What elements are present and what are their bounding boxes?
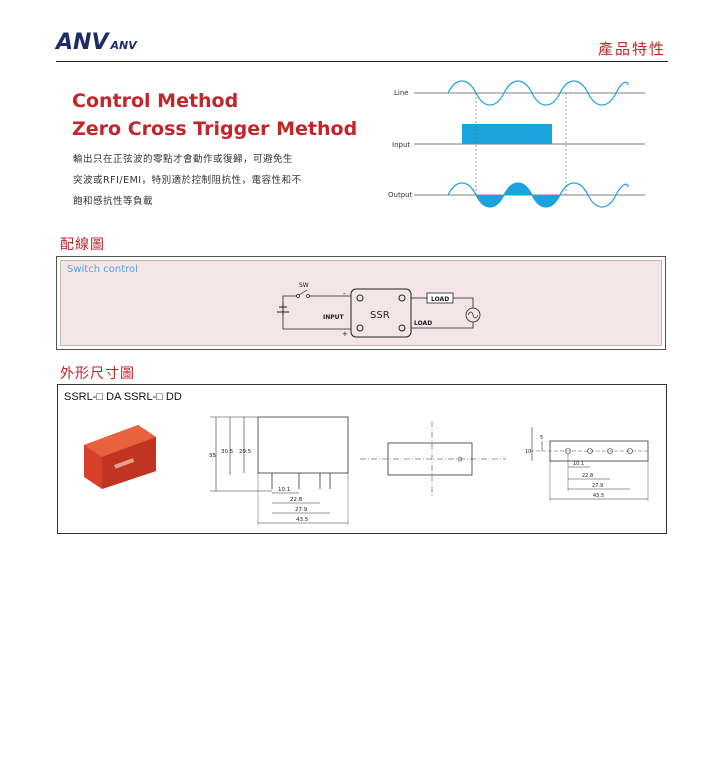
- wiring-schematic: SW SSR - + INPUT LOAD LOAD: [277, 282, 481, 338]
- logo-sub-text: ANV: [110, 39, 137, 52]
- side-view-drawing: 35 30.5 29.5 10.1 22.8 27.9 43.5: [209, 416, 349, 525]
- dim-label-27-9: 27.9: [295, 507, 308, 513]
- ac-sine-glyph: [467, 311, 479, 319]
- output-fill-3: [532, 195, 560, 207]
- dim-label-b27-9: 27.9: [592, 483, 603, 489]
- waveform-input-label: Input: [392, 141, 410, 149]
- ssr-terminal-4: [398, 324, 406, 332]
- page-title: 產品特性: [597, 40, 666, 58]
- output-fill-1: [476, 195, 504, 207]
- relay-top-face: [84, 425, 156, 457]
- bottom-view-drawing: 5 10 10.1 22.8 27.9 43.5: [525, 427, 650, 501]
- logo-main-text: ANV: [56, 30, 109, 55]
- waveform-line-label: Line: [394, 89, 409, 97]
- relay-label-mark: [114, 458, 135, 469]
- dim-label-b43-5: 43.5: [593, 493, 604, 499]
- wire-ac-return: [411, 322, 474, 329]
- wire-to-switch: [282, 295, 297, 303]
- waveform-diagram: Line Input Output: [388, 80, 645, 208]
- load-box-label: LOAD: [431, 296, 449, 303]
- switch-control-label: Switch control: [67, 264, 138, 275]
- waveform-output-label: Output: [388, 191, 413, 199]
- wiring-diagram-panel: Switch control SW SSR - + INPUT L: [60, 260, 662, 346]
- top-view-hole: [457, 456, 463, 462]
- heading-control-method: Control Method: [72, 90, 239, 112]
- ssr-input-label: INPUT: [323, 314, 345, 321]
- wiring-diagram-box: Switch control SW SSR - + INPUT L: [56, 256, 666, 350]
- ssr-body: [350, 288, 412, 338]
- switch-sw-label: SW: [299, 282, 309, 289]
- description-line-3: 飽和感抗性等負載: [73, 196, 154, 207]
- dim-label-43-5: 43.5: [296, 517, 309, 523]
- output-fill-2: [504, 183, 532, 195]
- wire-load-to-ac: [453, 297, 474, 308]
- input-pulse: [462, 124, 552, 144]
- dim-label-29-5: 29.5: [239, 449, 252, 455]
- dim-label-30-5: 30.5: [221, 449, 234, 455]
- side-view-body: [257, 416, 349, 474]
- header-divider: [56, 61, 668, 62]
- ssr-load-label: LOAD: [414, 320, 432, 327]
- dim-label-b10: 10: [525, 449, 531, 455]
- dim-label-b22-8: 22.8: [582, 473, 593, 479]
- switch-lever: [298, 289, 308, 296]
- heading-zero-cross: Zero Cross Trigger Method: [72, 118, 358, 140]
- line-sine-wave: [447, 80, 629, 106]
- dim-label-b5: 5: [540, 435, 543, 441]
- model-title: SSRL-□ DA SSRL-□ DD: [64, 391, 182, 403]
- dim-label-22-8: 22.8: [290, 497, 303, 503]
- description-line-1: 輸出只在正弦波的零點才會動作或復歸，可避免生: [73, 154, 294, 165]
- ssr-terminal-3: [356, 324, 364, 332]
- top-view-drawing: [360, 421, 506, 497]
- ssr-plus-label: +: [342, 330, 348, 338]
- ssr-minus-label: -: [343, 289, 346, 298]
- description-line-2: 突波或RFI/EMI，特別適於控制阻抗性，電容性和不: [73, 175, 302, 186]
- wiring-section-title: 配線圖: [60, 237, 105, 253]
- dim-label-10-1: 10.1: [278, 487, 290, 493]
- dim-label-35: 35: [209, 453, 216, 459]
- bottom-pin-1: [565, 448, 571, 454]
- switch-contact-left: [296, 294, 300, 298]
- relay-product-image: [84, 425, 156, 489]
- ssr-terminal-1: [356, 294, 364, 302]
- bottom-pin-3: [607, 448, 613, 454]
- ssr-terminal-2: [398, 294, 406, 302]
- dimensions-section-title: 外形尺寸圖: [60, 366, 135, 382]
- dim-label-b10-1: 10.1: [573, 461, 584, 467]
- switch-contact-right: [306, 294, 310, 298]
- wire-return: [282, 315, 351, 330]
- dimension-drawings: 35 30.5 29.5 10.1 22.8 27.9 43.5: [84, 416, 650, 525]
- ssr-label: SSR: [370, 310, 390, 321]
- dimensions-box: SSRL-□ DA SSRL-□ DD 35 30.5 29.5: [57, 384, 667, 534]
